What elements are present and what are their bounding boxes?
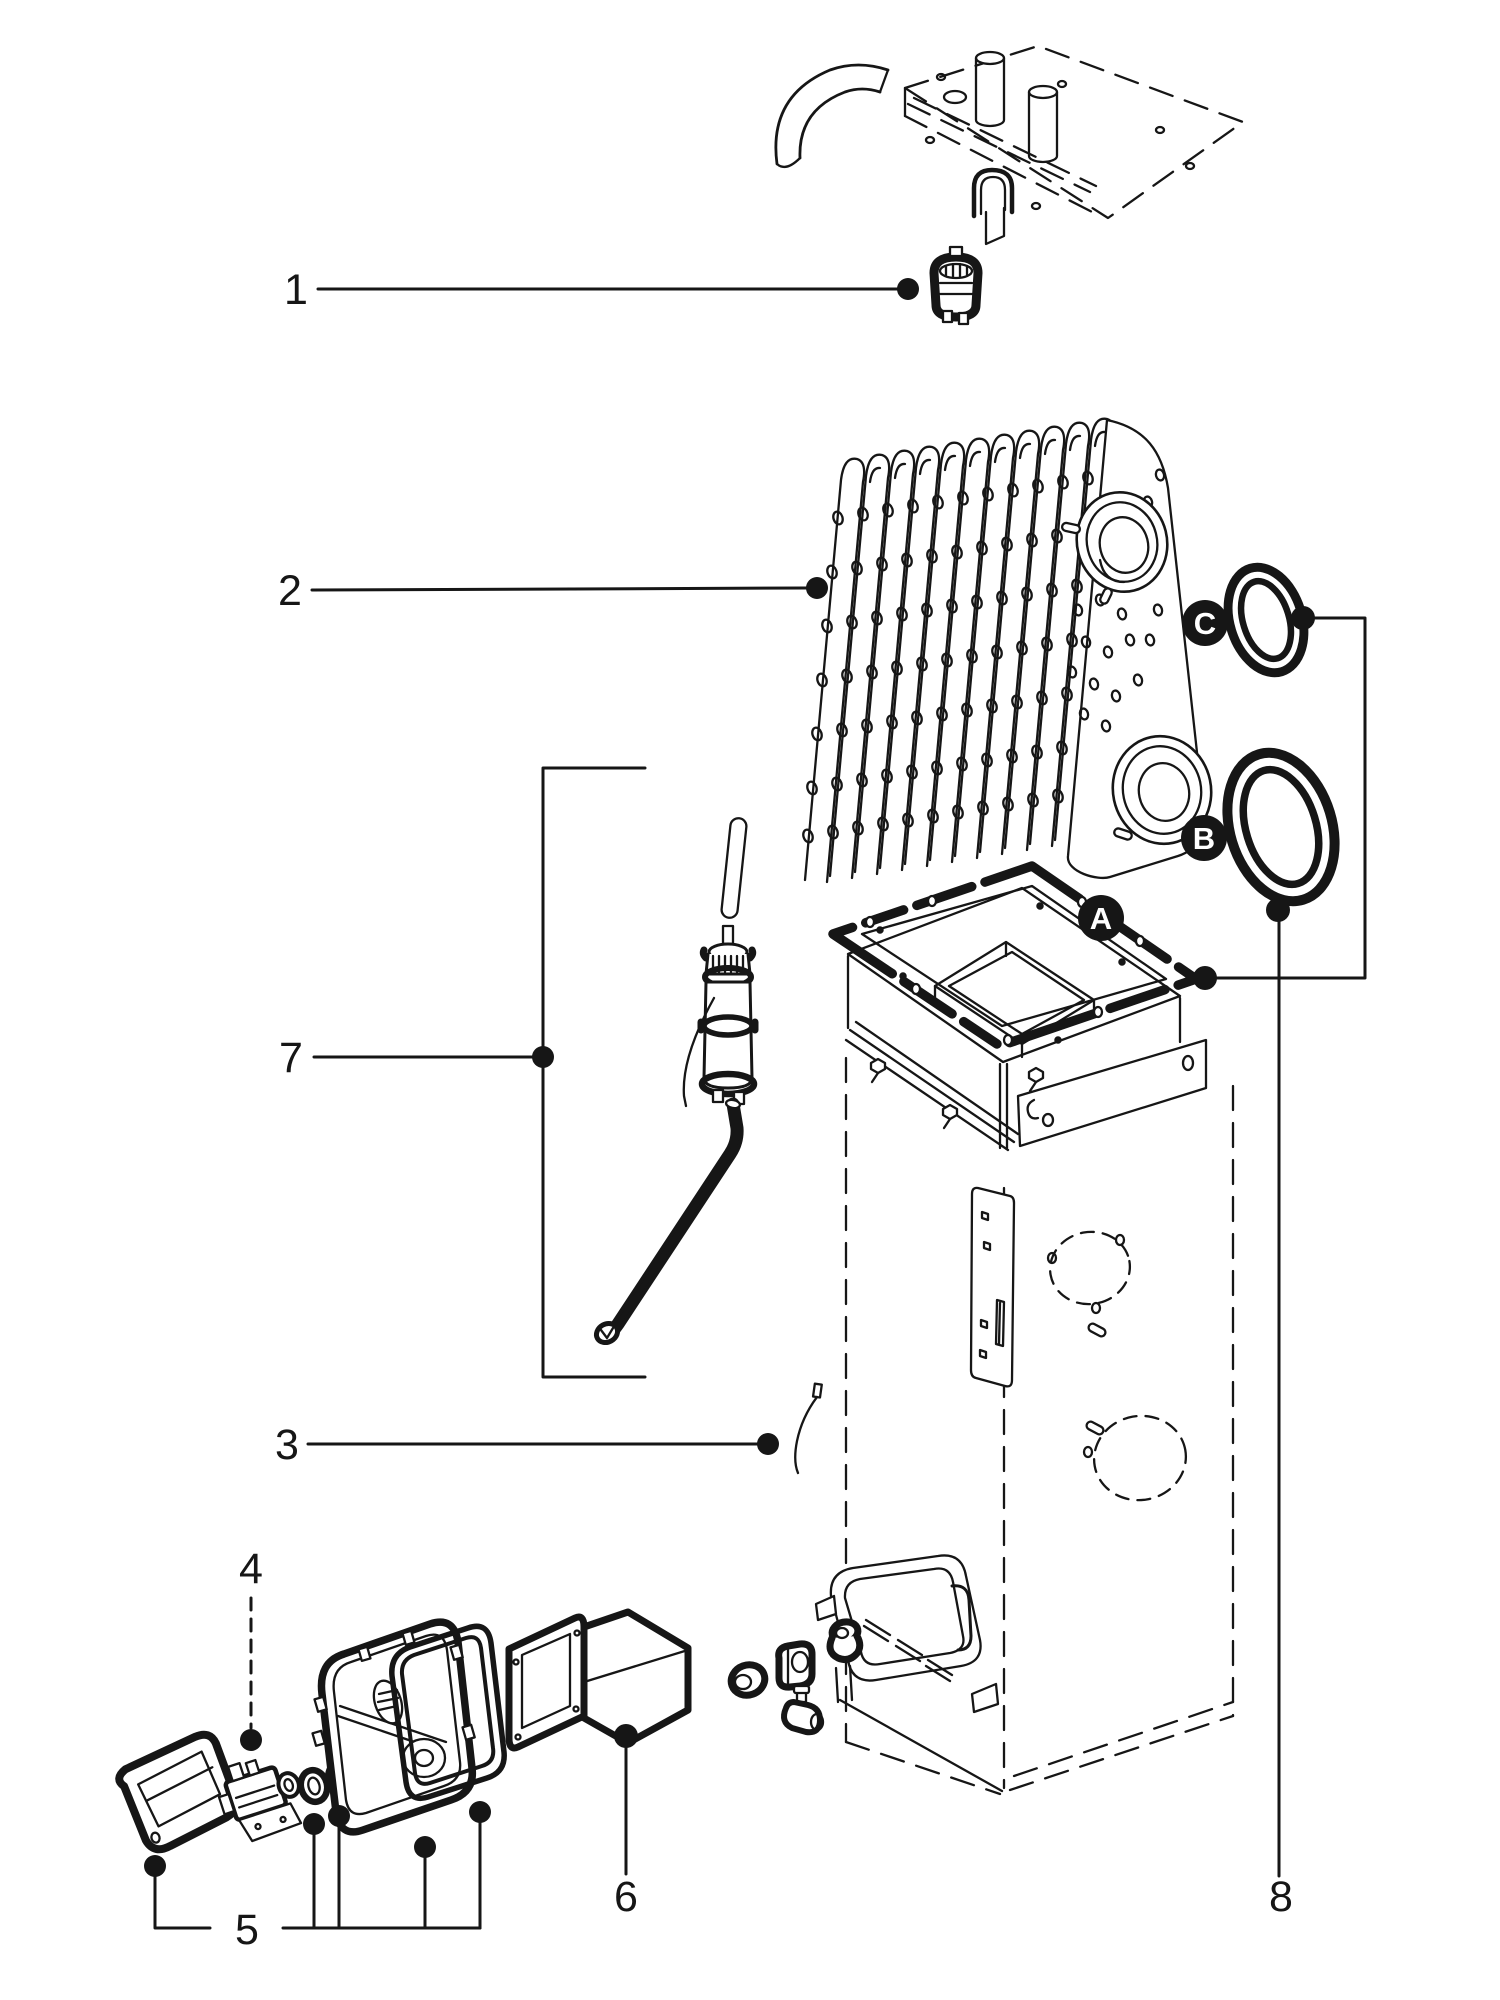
side-strip-plate	[969, 1186, 1016, 1388]
panel-handle	[971, 167, 1015, 219]
air-duct	[505, 1608, 692, 1752]
flue-collar-gasket	[828, 861, 1201, 1051]
side-knockout-lower	[1082, 1414, 1188, 1502]
gas-valve-igniter	[217, 1758, 303, 1843]
heat-exchanger	[800, 417, 1213, 884]
callout-3-label: 3	[275, 1421, 299, 1469]
badge-a: A	[1078, 895, 1124, 941]
tank-sensor	[929, 245, 983, 326]
top-bolts	[869, 1057, 1045, 1130]
callout-2: 2	[278, 567, 828, 615]
callout-6-label: 6	[614, 1873, 638, 1921]
retaining-wire	[794, 1382, 823, 1475]
flue-outlet-flange	[1060, 490, 1169, 605]
badge-c: C	[1182, 600, 1228, 646]
pipe-fittings	[727, 1618, 864, 1736]
union-nut	[775, 1640, 816, 1691]
badge-b-letter: B	[1193, 821, 1215, 856]
base-frame	[814, 1554, 1004, 1793]
drain-valve	[781, 1684, 825, 1736]
callout-6: 6	[614, 1724, 638, 1921]
flue-stub-right	[1027, 84, 1059, 164]
boiler-body	[814, 954, 1235, 1796]
callout-3: 3	[275, 1421, 779, 1469]
return-flange	[1111, 734, 1213, 846]
callout-4-label: 4	[239, 1545, 263, 1593]
callout-1: 1	[284, 266, 919, 314]
badge-b: B	[1181, 815, 1227, 861]
socket-fitting	[727, 1661, 769, 1699]
large-round-gasket	[1222, 747, 1340, 907]
flue-elbow-pipe	[774, 63, 890, 169]
flue-stub-left	[974, 50, 1006, 128]
upper-tube	[720, 817, 748, 919]
badge-a-letter: A	[1090, 901, 1112, 936]
electrode-body	[682, 924, 759, 1108]
burner-door-plate	[311, 1618, 477, 1836]
badge-c-letter: C	[1194, 606, 1216, 641]
side-knockout-upper	[1046, 1230, 1132, 1338]
callout-7-label: 7	[279, 1034, 303, 1082]
callout-5-label: 5	[235, 1906, 259, 1954]
callout-8-label: 8	[1269, 1873, 1293, 1921]
callout-7-bracket: 7	[279, 766, 647, 1379]
burner-door-gasket	[389, 1623, 507, 1802]
dip-tube	[593, 1097, 744, 1346]
air-scoop	[115, 1730, 241, 1854]
callout-1-label: 1	[284, 266, 308, 314]
flue-adapter-plate	[846, 886, 1182, 1064]
panel-hole	[942, 89, 968, 105]
callout-5: 5	[144, 1801, 491, 1954]
right-bracket	[1016, 1038, 1208, 1148]
elbow-fitting	[826, 1618, 864, 1663]
callout-2-label: 2	[278, 567, 302, 615]
electrode-dip-tube-assembly	[593, 817, 759, 1346]
gasket-kit-connector: 8	[1193, 606, 1367, 1921]
panel-screws	[924, 72, 1196, 211]
callout-4: 4	[239, 1545, 263, 1751]
top-panel	[774, 44, 1245, 246]
